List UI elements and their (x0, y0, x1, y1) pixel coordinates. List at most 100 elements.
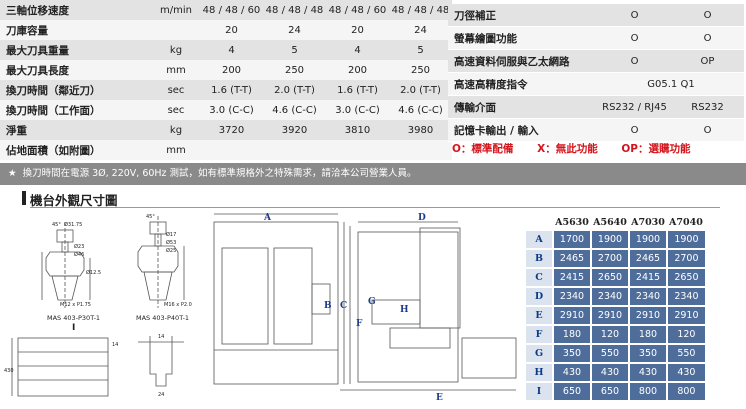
row-header: I (526, 382, 553, 402)
option-value: O (671, 26, 744, 50)
column-header (526, 214, 553, 231)
option-label: 高速資料伺服與乙太網路 (448, 49, 598, 73)
dim-letter-f: F (356, 319, 363, 329)
machine-drawings: MAS 403-P30T-1 MAS 403-P40T-1 I 45° Ø31.… (4, 213, 517, 403)
spec-label: 三軸位移速度 (0, 0, 152, 20)
table-row: 刀徑補正 O O (448, 4, 744, 27)
tool-holder-2-drawing (137, 216, 185, 308)
dim-value: 2340 (628, 287, 667, 307)
spec-value (263, 140, 326, 160)
star-icon: ★ (8, 168, 17, 179)
dim-letter-h: H (400, 305, 409, 315)
note-text: 換刀時間在電源 3Ø, 220V, 60Hz 測試，如有標準規格外之特殊需求，請… (22, 168, 417, 179)
table-row: C 2415 2650 2415 2650 (526, 268, 705, 288)
dim-value: 800 (628, 382, 667, 402)
option-label: 高速高精度指令 (448, 72, 598, 96)
option-value: O (598, 118, 671, 142)
spec-value: 4 (200, 40, 263, 60)
dim-value: 1900 (590, 231, 629, 250)
dim-value: 430 (628, 363, 667, 383)
dim-value: 120 (666, 325, 705, 345)
dim-value: 650 (552, 382, 591, 402)
dim-label: Ø23 (74, 243, 84, 250)
spec-value: 3.0 (C-C) (200, 100, 263, 120)
dim-value: 350 (628, 344, 667, 364)
dim-value: 430 (666, 363, 705, 383)
spec-value: 1.6 (T-T) (326, 80, 389, 100)
spec-label: 刀庫容量 (0, 20, 152, 40)
tool-holder-1-drawing (41, 222, 91, 308)
dim-value: 800 (666, 382, 705, 402)
dim-value: 1700 (552, 231, 591, 250)
spec-value (389, 140, 452, 160)
dim-label: 45° (52, 222, 61, 228)
legend-standard: O：標準配備 (452, 143, 514, 155)
spec-unit: sec (152, 100, 200, 120)
dim-value: 2910 (590, 306, 629, 326)
spec-table: 三軸位移速度 m/min 48 / 48 / 60 48 / 48 / 48 4… (0, 0, 452, 160)
dim-label: 45° (146, 214, 155, 220)
dim-value: 430 (590, 363, 629, 383)
dim-value: 2700 (590, 249, 629, 269)
spec-label: 佔地面積（如附圖） (0, 140, 152, 160)
column-header: A7040 (667, 214, 705, 231)
row-header: B (526, 249, 553, 269)
spec-label: 換刀時間（鄰近刀） (0, 80, 152, 100)
holder-2-label: MAS 403-P40T-1 (136, 314, 189, 322)
dim-label: 430 (4, 368, 14, 374)
dim-label: Ø25 (166, 247, 176, 254)
dim-label: 14 (158, 334, 164, 340)
dim-value: 2340 (590, 287, 629, 307)
row-header: E (526, 306, 553, 326)
dim-value: 180 (552, 325, 591, 345)
spec-unit (152, 20, 200, 40)
table-row: 螢幕繪圖功能 O O (448, 26, 744, 50)
option-value: O (598, 49, 671, 73)
dim-label: Ø46 (74, 251, 84, 258)
dim-letter-b: B (324, 301, 332, 311)
table-row: 刀庫容量 20 24 20 24 (0, 20, 452, 40)
table-row: F 180 120 180 120 (526, 325, 705, 345)
dim-value: 550 (666, 344, 705, 364)
dim-value: 2910 (552, 306, 591, 326)
spec-value: 2.0 (T-T) (389, 80, 452, 100)
row-header: H (526, 363, 553, 383)
spec-value: 3980 (389, 120, 452, 140)
holder-1-label: MAS 403-P30T-1 (47, 314, 100, 322)
spec-value: 250 (263, 60, 326, 80)
spec-unit: m/min (152, 0, 200, 20)
option-value: RS232 / RJ45 (598, 95, 671, 119)
table-row: 最大刀具重量 kg 4 5 4 5 (0, 40, 452, 60)
option-label: 傳輸介面 (448, 95, 598, 119)
dim-value: 2340 (552, 287, 591, 307)
dimensions-table: A5630 A5640 A7030 A7040 A 1700 1900 1900… (526, 214, 705, 402)
spec-unit: sec (152, 80, 200, 100)
dim-label: 24 (158, 392, 164, 398)
table-row: 傳輸介面 RS232 / RJ45 RS232 (448, 95, 744, 119)
options-legend: O：標準配備 X：無此功能 OP：選購功能 (452, 141, 710, 156)
dim-label: Ø17 (166, 231, 176, 238)
spec-value: 5 (263, 40, 326, 60)
row-header: F (526, 325, 553, 345)
option-value: OP (671, 49, 744, 73)
table-row: G 350 550 350 550 (526, 344, 705, 364)
spec-value: 200 (326, 60, 389, 80)
option-label: 記憶卡輸出 / 輸入 (448, 118, 598, 142)
table-row: 換刀時間（工作面） sec 3.0 (C-C) 4.6 (C-C) 3.0 (C… (0, 100, 452, 120)
table-row: B 2465 2700 2465 2700 (526, 249, 705, 269)
spec-label: 最大刀具重量 (0, 40, 152, 60)
option-label: 刀徑補正 (448, 4, 598, 27)
table-row: 佔地面積（如附圖） mm (0, 140, 452, 160)
spec-unit: kg (152, 120, 200, 140)
table-row: 淨重 kg 3720 3920 3810 3980 (0, 120, 452, 140)
table-row: H 430 430 430 430 (526, 363, 705, 383)
dim-value: 2415 (628, 268, 667, 288)
table-row: I 650 650 800 800 (526, 382, 705, 402)
dim-value: 2465 (628, 249, 667, 269)
dim-label: M12 x P1.75 (60, 302, 91, 308)
spec-value: 48 / 48 / 48 (263, 0, 326, 20)
table-row: E 2910 2910 2910 2910 (526, 306, 705, 326)
dim-value: 1900 (628, 231, 667, 250)
dim-value: 2650 (590, 268, 629, 288)
row-header: C (526, 268, 553, 288)
